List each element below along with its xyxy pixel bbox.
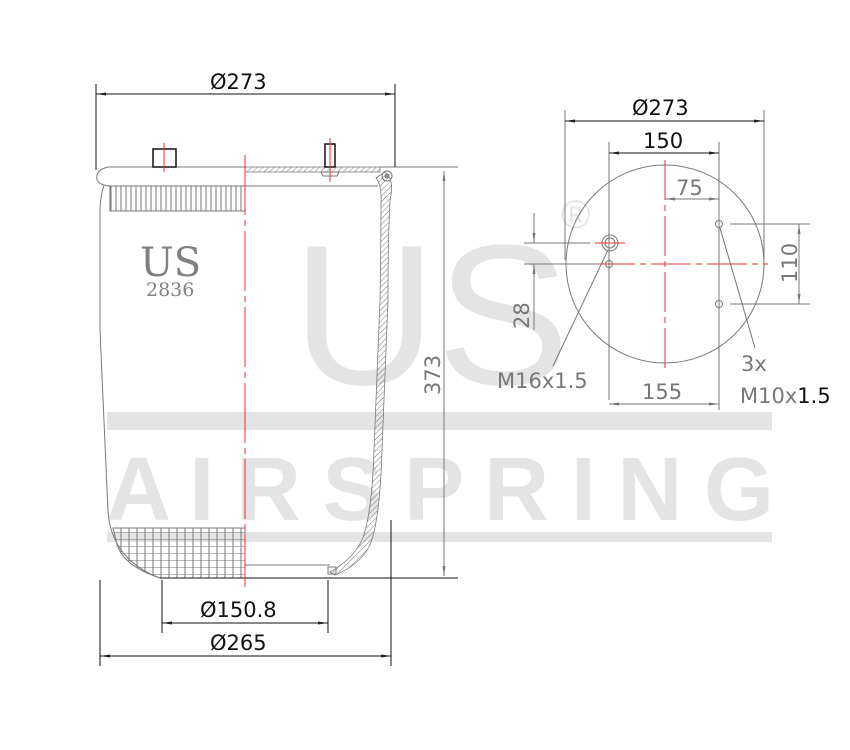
bead-core [384, 173, 390, 179]
piston-clip [327, 566, 337, 575]
top-dim-air-inlet-offset: 28 [510, 302, 534, 329]
top-view: Ø273 150 75 110 28 155 M16x1.5 3x M10x1.… [497, 96, 831, 410]
air-inlet-leader [552, 249, 609, 367]
watermark-tagline: A I R S P R I N G [106, 440, 774, 540]
top-dim-half-spacing: 75 [676, 176, 703, 200]
stud-thread-prefix: M10x [740, 384, 797, 408]
piston-grid [112, 527, 246, 579]
dim-bottom-diameter: Ø265 [210, 631, 267, 655]
watermark-top-bar [107, 412, 772, 430]
top-plate-outline [96, 166, 245, 187]
watermark-registered-mark: ® [561, 193, 590, 237]
bead-ring [381, 170, 393, 182]
top-dim-stud-spacing: 150 [643, 129, 683, 153]
stud-thread-suffix: 1.5 [797, 384, 830, 408]
top-dim-bottom-spacing: 155 [642, 380, 682, 404]
side-view: US 2836 Ø273 373 Ø150.8 Ø265 [95, 70, 458, 666]
part-number: 2836 [146, 279, 194, 301]
dim-top-diameter: Ø273 [210, 70, 267, 94]
top-dim-vertical-spacing: 110 [778, 243, 802, 283]
stud-count-callout: 3x [741, 352, 767, 376]
stud-nut [320, 171, 340, 177]
dim-height: 373 [421, 355, 445, 395]
stud-thread-callout: M10x1.5 [740, 384, 831, 408]
top-dim-plate-diameter: Ø273 [632, 96, 689, 120]
top-plate-ribs [109, 185, 246, 212]
stud-leader [719, 227, 756, 349]
watermark-bottom-bar [107, 532, 772, 542]
air-inlet-callout: M16x1.5 [497, 369, 588, 393]
product-logo: US [140, 240, 201, 286]
watermark: US ® A I R S P R I N G [106, 193, 774, 542]
watermark-brand: US [292, 204, 570, 427]
dim-piston-diameter: Ø150.8 [200, 598, 277, 622]
top-plate-hatched [244, 166, 381, 173]
